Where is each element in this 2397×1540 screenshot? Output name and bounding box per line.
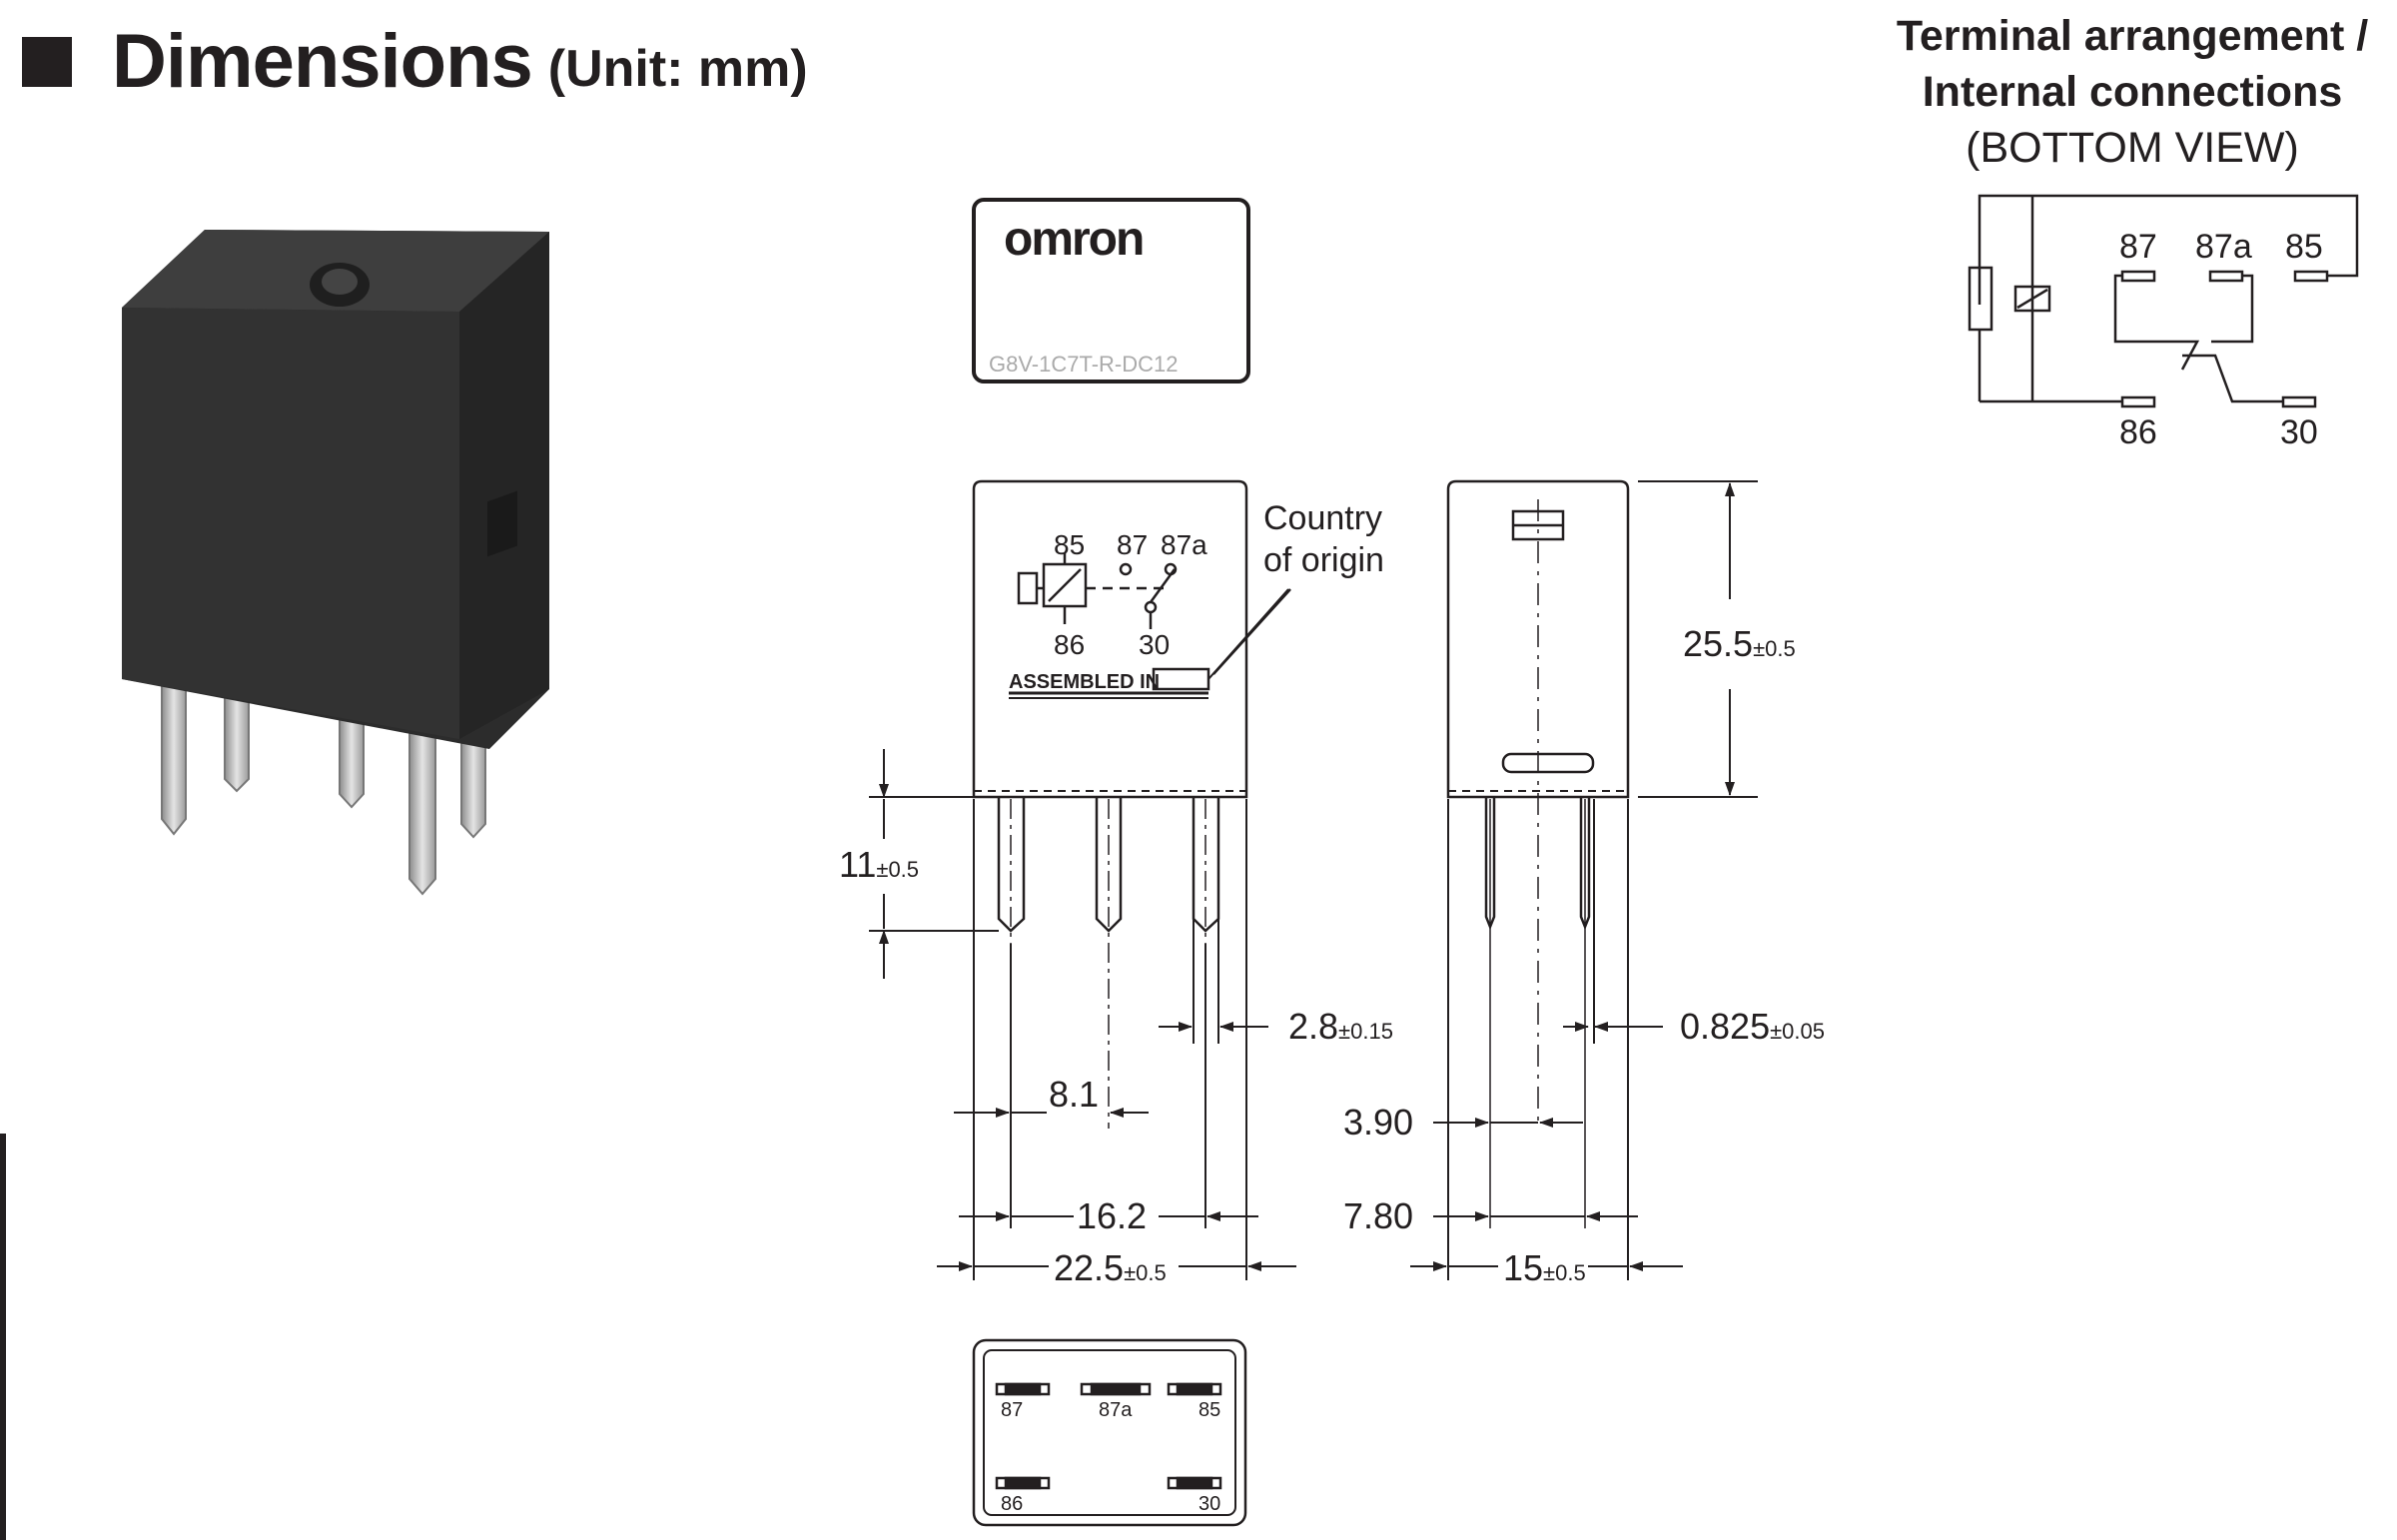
dim-side-large: 7.80 bbox=[1343, 1195, 1413, 1236]
front-view bbox=[972, 479, 1291, 1129]
svg-text:86: 86 bbox=[1001, 1493, 1023, 1515]
svg-text:87: 87 bbox=[1117, 529, 1148, 560]
svg-text:85: 85 bbox=[1198, 1399, 1220, 1421]
svg-text:87a: 87a bbox=[2195, 228, 2252, 266]
dim-width: 22.5±0.5 bbox=[1054, 1247, 1167, 1288]
country-label-1: Country bbox=[1263, 499, 1382, 537]
terminal-header: Terminal arrangement / Internal connecti… bbox=[1793, 8, 2397, 176]
bottom-view bbox=[972, 1338, 1247, 1527]
front-view-labels: 85 87 87a 86 30 ASSEMBLED IN Country of … bbox=[1009, 499, 1384, 693]
svg-text:30: 30 bbox=[1198, 1493, 1220, 1515]
svg-text:86: 86 bbox=[1054, 629, 1085, 660]
model-number: G8V-1C7T-R-DC12 bbox=[989, 352, 1179, 377]
svg-text:87a: 87a bbox=[1099, 1399, 1133, 1421]
heading-bullet-icon bbox=[22, 36, 72, 87]
dim-pin-length: 11±0.5 bbox=[839, 844, 919, 885]
dim-pitch-large: 16.2 bbox=[1077, 1195, 1147, 1236]
dim-pitch-small: 8.1 bbox=[1049, 1074, 1099, 1115]
assembled-in-text: ASSEMBLED IN bbox=[1009, 671, 1160, 693]
dim-height: 25.5±0.5 bbox=[1683, 623, 1796, 664]
svg-text:87: 87 bbox=[1001, 1399, 1023, 1421]
bottom-view-labels: 87 87a 85 86 30 bbox=[1001, 1399, 1220, 1515]
terminal-header-line3: (BOTTOM VIEW) bbox=[1966, 124, 2299, 172]
section-heading: Dimensions (Unit: mm) bbox=[22, 18, 808, 105]
dimension-labels: 11±0.5 25.5±0.5 2.8±0.15 0.825±0.05 8.1 … bbox=[839, 623, 1825, 1288]
country-label-2: of origin bbox=[1263, 541, 1384, 579]
svg-text:30: 30 bbox=[2280, 413, 2318, 451]
svg-text:85: 85 bbox=[1054, 529, 1085, 560]
terminal-header-line1: Terminal arrangement / bbox=[1896, 12, 2369, 60]
dim-depth: 15±0.5 bbox=[1503, 1247, 1586, 1288]
dimension-lines bbox=[869, 480, 1758, 1280]
page-edge bbox=[0, 1134, 6, 1540]
dim-side-small: 3.90 bbox=[1343, 1102, 1413, 1143]
terminal-header-line2: Internal connections bbox=[1922, 68, 2343, 116]
svg-text:87a: 87a bbox=[1161, 529, 1207, 560]
terminal-schematic bbox=[1968, 194, 2359, 408]
dim-pin-width: 2.8±0.15 bbox=[1288, 1006, 1393, 1047]
top-view: omron G8V-1C7T-R-DC12 bbox=[972, 198, 1250, 384]
dim-pin-thickness: 0.825±0.05 bbox=[1680, 1006, 1825, 1047]
terminal-schematic-labels: 87 87a 85 86 30 bbox=[2119, 228, 2323, 451]
side-view bbox=[1446, 479, 1630, 1228]
brand-logo: omron bbox=[1004, 213, 1143, 266]
svg-text:85: 85 bbox=[2285, 228, 2323, 266]
section-unit: (Unit: mm) bbox=[547, 39, 808, 98]
relay-photo bbox=[122, 230, 549, 896]
svg-text:86: 86 bbox=[2119, 413, 2157, 451]
section-title: Dimensions bbox=[112, 19, 533, 104]
svg-text:30: 30 bbox=[1139, 629, 1170, 660]
svg-text:87: 87 bbox=[2119, 228, 2157, 266]
